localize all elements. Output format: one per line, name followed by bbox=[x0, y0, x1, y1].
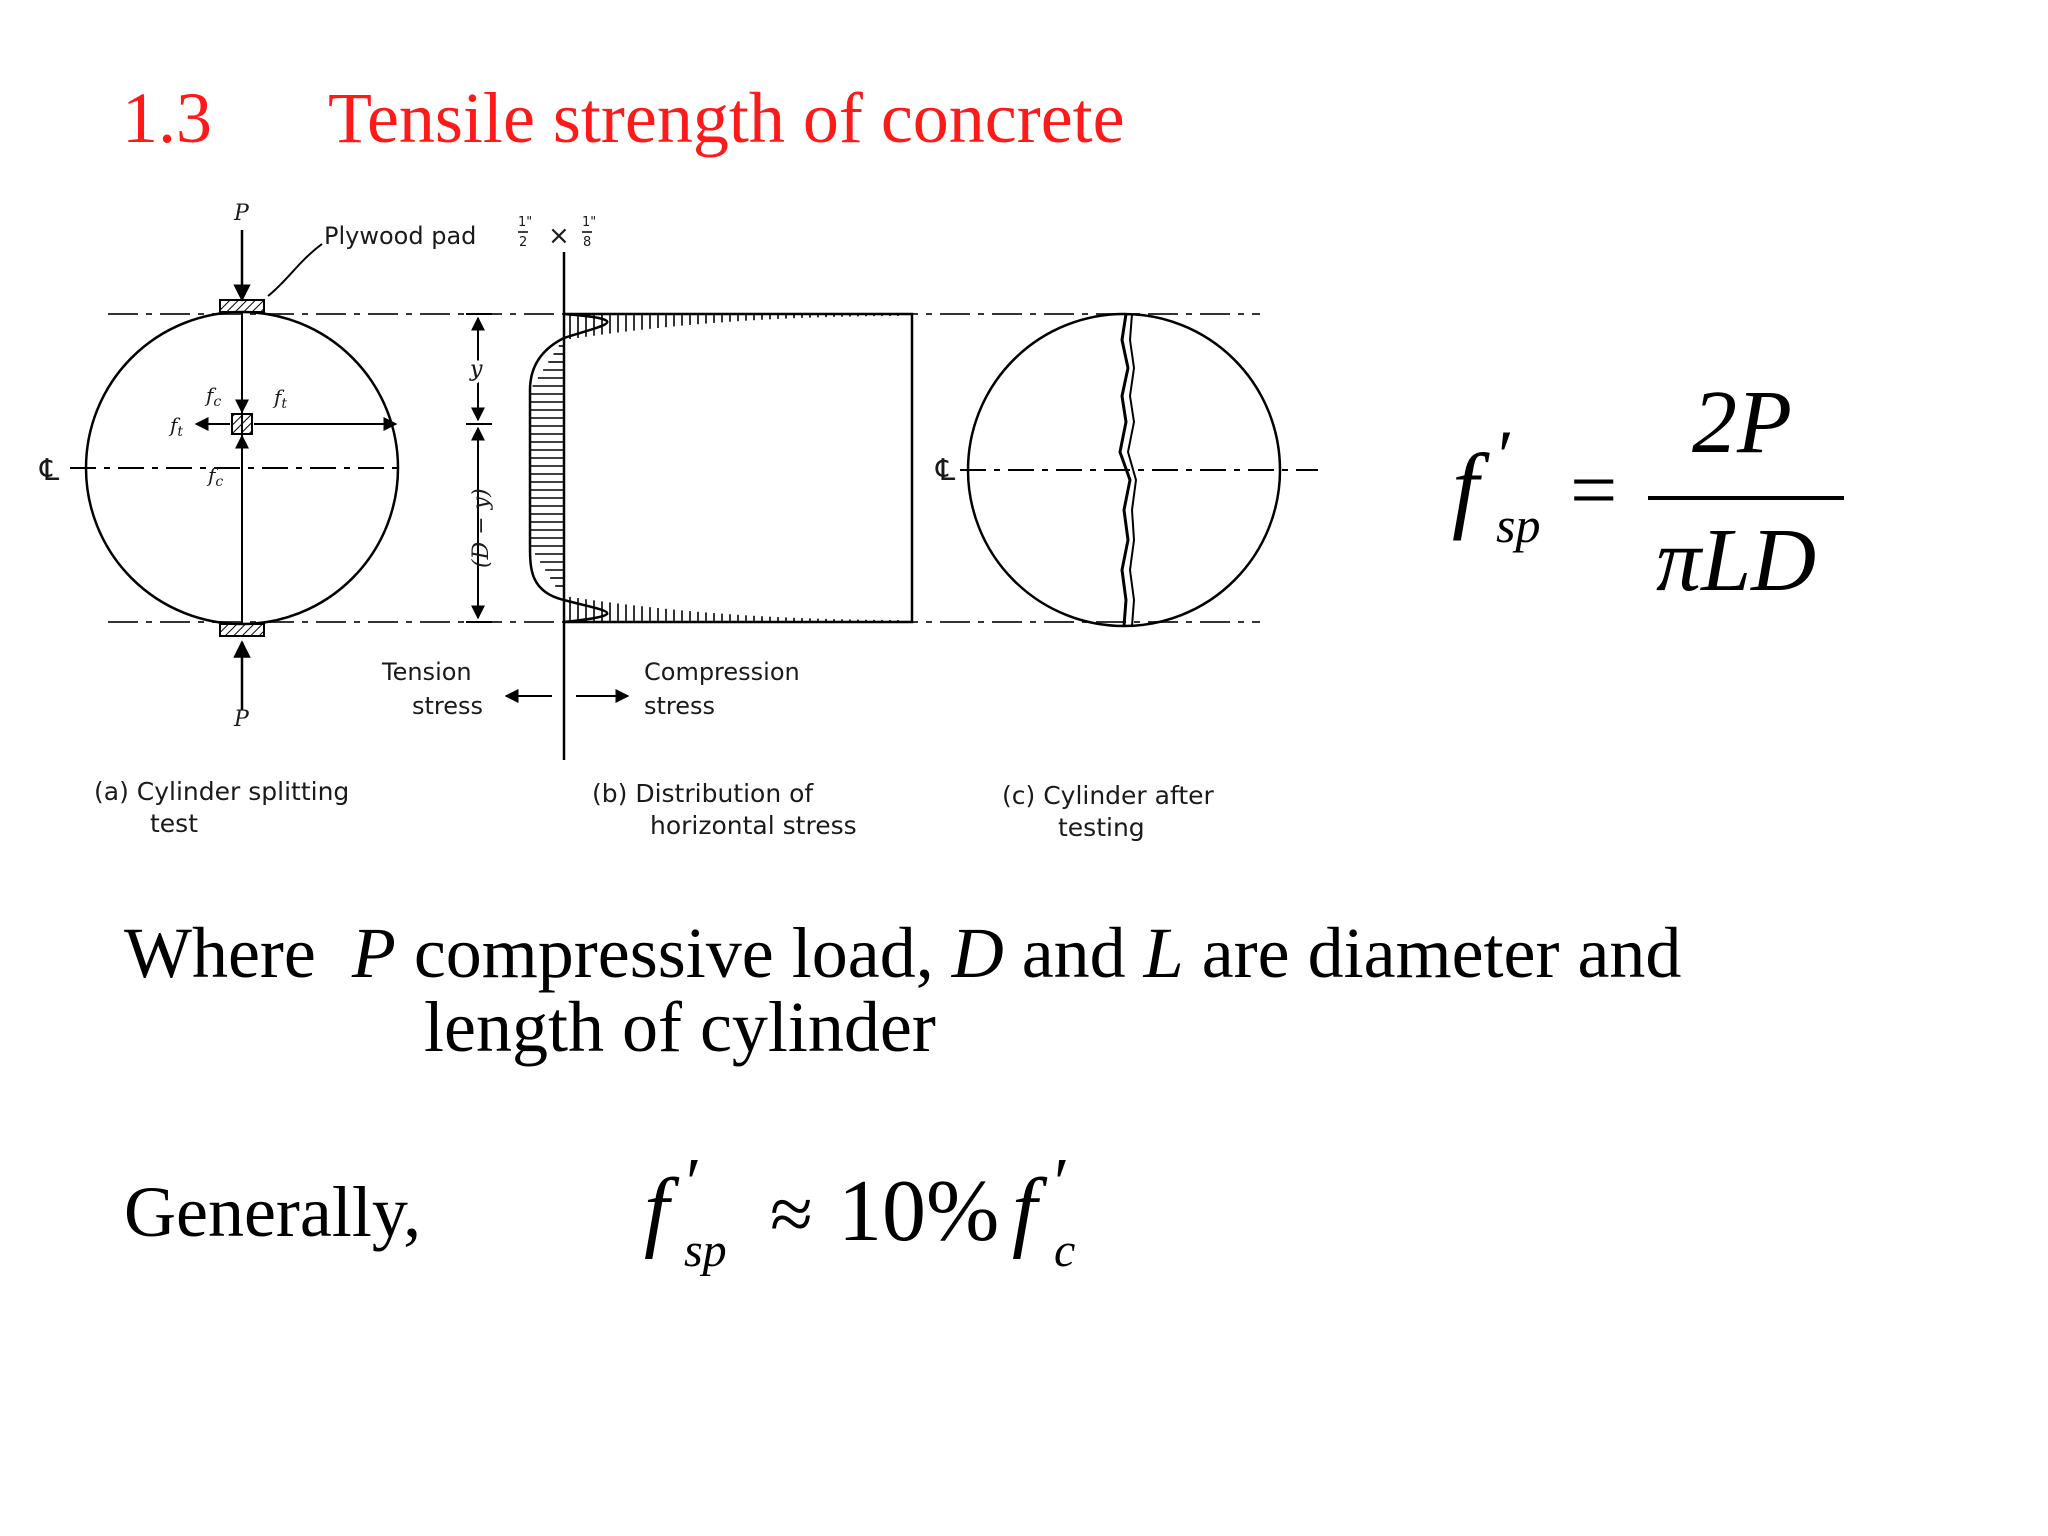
compressive-load-text: compressive load, bbox=[395, 913, 952, 993]
where-line2: length of cylinder bbox=[424, 987, 936, 1067]
caption-a-line2: test bbox=[150, 809, 198, 838]
d-minus-y-label: (D − y) bbox=[469, 488, 494, 568]
plywood-dim-2-den: 8 bbox=[583, 235, 591, 250]
tension-label-1: Tension bbox=[381, 658, 472, 686]
split-crack bbox=[1118, 313, 1132, 627]
ft-label-right: ft bbox=[272, 385, 287, 412]
var-d: D bbox=[951, 913, 1004, 993]
plywood-label: Plywood pad bbox=[324, 222, 476, 250]
top-load-label: P bbox=[233, 201, 250, 226]
dimension-y: y y (D − y) bbox=[465, 313, 494, 623]
tension-label-2: stress bbox=[412, 692, 483, 720]
var-l: L bbox=[1143, 913, 1184, 993]
splitting-strength-formula-svg: f ′ sp = 2P πLD bbox=[1452, 390, 1844, 610]
caption-c-line1: (c) Cylinder after bbox=[1002, 781, 1215, 810]
split-crack-2 bbox=[1126, 313, 1138, 627]
approx-formula: f ′ sp ≈ 10% f ′ c bbox=[640, 1150, 1120, 1290]
ten-percent: 10% bbox=[838, 1163, 999, 1260]
splitting-test-figure: ℄ P P Plywood pad 1" 2 × 1" 8 bbox=[0, 190, 1340, 870]
plywood-dim-1-num: 1" bbox=[518, 215, 532, 230]
title-number: 1.3 bbox=[122, 78, 212, 158]
top-plywood-pad bbox=[219, 299, 265, 313]
compression-label-1: Compression bbox=[644, 658, 800, 686]
centerline-symbol-left: ℄ bbox=[39, 453, 59, 488]
splitting-strength-formula: f ′ sp = 2P πLD bbox=[1448, 390, 1868, 630]
stress-hatching bbox=[530, 314, 899, 622]
generally-label: Generally, bbox=[124, 1172, 422, 1252]
plywood-leader bbox=[267, 243, 323, 297]
where-word: Where bbox=[124, 913, 316, 993]
plywood-dim-1-den: 2 bbox=[519, 235, 527, 250]
stress-diagram-outline bbox=[528, 312, 914, 624]
caption-a-line1: (a) Cylinder splitting bbox=[94, 777, 349, 806]
approx-fsp-prime: ′ bbox=[686, 1150, 701, 1222]
centerline-symbol-right: ℄ bbox=[935, 453, 955, 488]
caption-b-line1: (b) Distribution of bbox=[592, 779, 814, 808]
fc-symbol: f bbox=[1012, 1161, 1048, 1260]
fc-label-top: fc bbox=[204, 383, 221, 410]
numerator: 2P bbox=[1692, 390, 1792, 472]
y-label: y bbox=[469, 357, 483, 382]
caption-c-line2: testing bbox=[1058, 813, 1145, 842]
fsp-subscript: sp bbox=[1496, 497, 1540, 553]
are-diameter-text: are diameter and bbox=[1183, 913, 1682, 993]
bottom-load-label: P bbox=[233, 707, 250, 732]
fsp-symbol: f bbox=[1452, 434, 1490, 541]
where-definition: Where P compressive load, D and L are di… bbox=[124, 916, 1844, 1064]
compression-label-2: stress bbox=[644, 692, 715, 720]
caption-b-line2: horizontal stress bbox=[650, 811, 857, 840]
plywood-dim-2-num: 1" bbox=[582, 215, 596, 230]
panel-b-stress-distribution: Tension stress Compression stress ℄ bbox=[381, 252, 955, 760]
approx-fsp-symbol: f bbox=[644, 1161, 680, 1260]
equals-sign: = bbox=[1570, 444, 1617, 537]
stress-element bbox=[231, 413, 253, 435]
plywood-dim-times: × bbox=[548, 221, 570, 251]
fc-prime: ′ bbox=[1054, 1150, 1069, 1222]
denominator: πLD bbox=[1656, 511, 1816, 610]
var-p: P bbox=[351, 913, 396, 993]
panel-c-cylinder-after bbox=[960, 312, 1318, 628]
y-label-ink: y bbox=[469, 357, 483, 382]
approx-formula-svg: f ′ sp ≈ 10% f ′ c bbox=[644, 1150, 1075, 1277]
panel-a-cylinder-splitting: ℄ P P Plywood pad 1" 2 × 1" 8 bbox=[39, 201, 596, 732]
ft-label-left: ft bbox=[168, 413, 183, 440]
approx-fsp-subscript: sp bbox=[684, 1224, 727, 1277]
and-text: and bbox=[1003, 913, 1144, 993]
approx-sign: ≈ bbox=[770, 1170, 813, 1257]
title-text: Tensile strength of concrete bbox=[328, 78, 1125, 158]
fsp-prime: ′ bbox=[1498, 416, 1514, 496]
splitting-test-diagram: ℄ P P Plywood pad 1" 2 × 1" 8 bbox=[39, 201, 1318, 842]
bottom-plywood-pad bbox=[219, 623, 265, 637]
fc-subscript: c bbox=[1054, 1224, 1075, 1277]
